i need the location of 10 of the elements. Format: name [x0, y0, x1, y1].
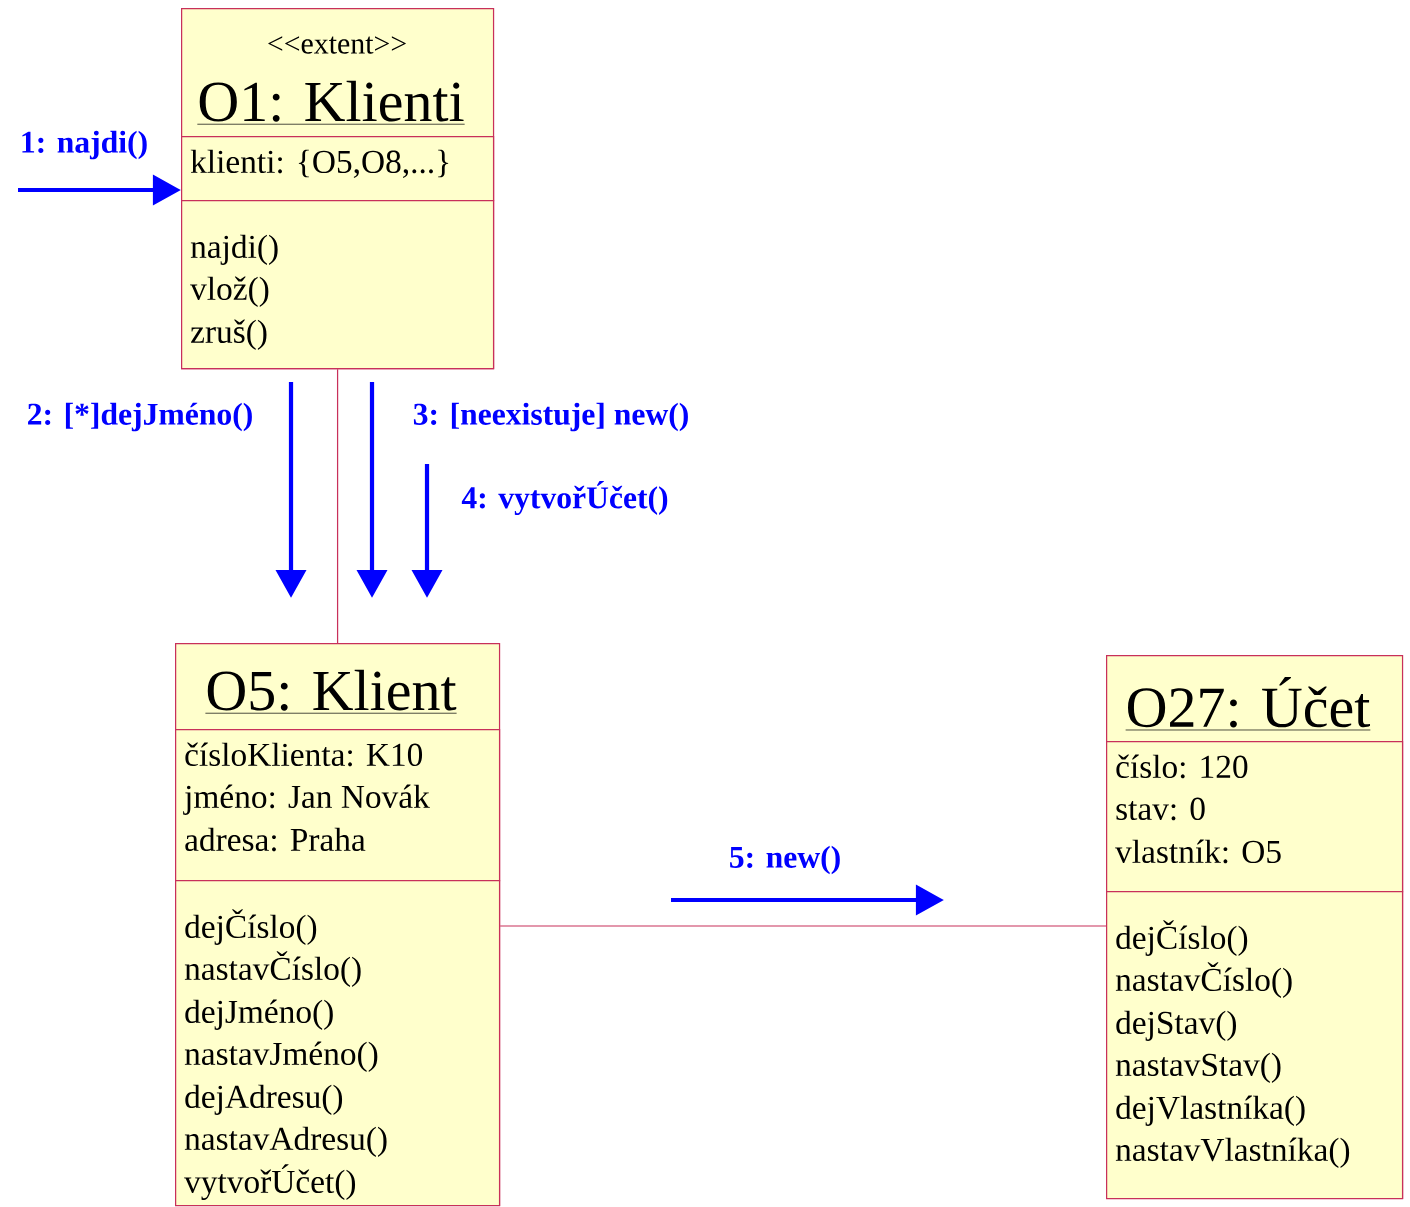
- attribute-compartment: číslo: 120 stav: 0 vlastník: O5: [1106, 741, 1404, 893]
- message-label: 2: [*]dejJméno(): [28, 402, 252, 432]
- message-label: 5: new(): [730, 845, 840, 875]
- message-label: 3: [neexistuje] new(): [413, 402, 688, 432]
- attribute-compartment: klienti: {O5,O8,...}: [181, 136, 495, 202]
- link-line: [336, 368, 339, 644]
- link-line: [499, 925, 1107, 927]
- attribute-compartment: čísloKlienta: K10 jméno: Jan Novák adresa: Praha: [175, 729, 501, 882]
- message-label: 4: vytvořÚčet(): [461, 481, 668, 515]
- edge-label: 1: najdi(): [22, 130, 147, 160]
